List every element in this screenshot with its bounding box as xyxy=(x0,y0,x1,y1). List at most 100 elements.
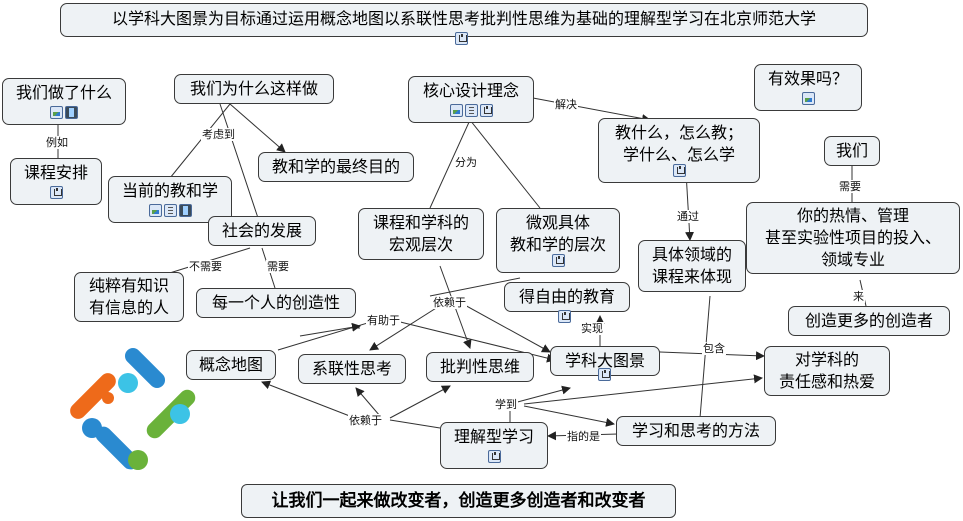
film-icon[interactable] xyxy=(178,204,192,217)
node-label: 我们做了什么 xyxy=(15,83,112,102)
node-icons xyxy=(117,204,223,219)
link-label-realize: 实现 xyxy=(580,322,604,335)
node-we[interactable]: 我们 xyxy=(824,136,880,166)
link-under-depend2 xyxy=(389,419,441,429)
link-field-down xyxy=(699,295,711,419)
link-learn-big xyxy=(509,385,571,405)
node-icons xyxy=(763,92,853,107)
free-icons xyxy=(558,310,571,325)
node-more-creators[interactable]: 创造更多的创造者 xyxy=(788,306,950,336)
map-title: 以学科大图景为目标通过运用概念地图以系联性思考批判性思维为基础的理解型学习在北京… xyxy=(60,3,868,37)
node-what-we-did[interactable]: 我们做了什么 xyxy=(2,78,126,125)
node-field[interactable]: 具体领域的 课程来体现 xyxy=(638,240,746,292)
link-learn-resp xyxy=(523,374,763,405)
concept-map-icon[interactable] xyxy=(672,164,686,177)
big-picture-icons xyxy=(598,368,611,383)
node-label: 有信息的人 xyxy=(88,298,169,317)
node-macro[interactable]: 课程和学科的 宏观层次 xyxy=(358,208,484,260)
footer-slogan: 让我们一起来做改变者，创造更多创造者和改变者 xyxy=(241,484,676,518)
node-label: 核心设计理念 xyxy=(422,81,519,100)
film-icon[interactable] xyxy=(65,106,78,119)
node-label: 宏观层次 xyxy=(388,235,453,254)
concept-map-icon[interactable] xyxy=(558,310,571,323)
node-icons xyxy=(501,254,615,269)
node-understanding[interactable]: 理解型学习 xyxy=(440,422,548,469)
link-label-need2: 需要 xyxy=(838,180,862,193)
note-icon[interactable] xyxy=(163,204,177,217)
node-label: 课程来体现 xyxy=(651,267,732,286)
link-micro-free xyxy=(429,277,521,297)
node-label: 系联性思考 xyxy=(311,359,392,378)
node-goal[interactable]: 教和学的最终目的 xyxy=(258,152,414,182)
node-micro[interactable]: 微观具体 教和学的层次 xyxy=(496,208,620,273)
node-label: 理解型学习 xyxy=(453,427,534,446)
node-label: 微观具体 xyxy=(525,213,590,232)
node-label: 教和学的最终目的 xyxy=(271,157,400,176)
link-why-goal xyxy=(229,103,286,153)
node-icons xyxy=(19,186,93,201)
node-label: 我们为什么这样做 xyxy=(189,79,318,98)
node-free[interactable]: 得自由的教育 xyxy=(504,282,630,312)
node-icons xyxy=(449,450,539,465)
node-connective[interactable]: 系联性思考 xyxy=(298,354,406,384)
node-icons xyxy=(11,106,117,121)
node-label: 教什么，怎么教； xyxy=(614,123,743,142)
link-label-solve: 解决 xyxy=(554,98,578,111)
link-core-teach xyxy=(532,97,651,123)
node-label: 纯粹有知识 xyxy=(88,276,169,295)
concept-map-icon[interactable] xyxy=(487,450,501,463)
concept-map-icon[interactable] xyxy=(479,104,493,117)
node-label: 每一个人的创造性 xyxy=(211,293,340,312)
link-depend1-big xyxy=(451,297,551,353)
node-course[interactable]: 课程安排 xyxy=(10,158,102,205)
link-label-consider: 考虑到 xyxy=(201,128,236,141)
node-label: 有效果吗？ xyxy=(767,69,848,88)
link-label-include: 包含 xyxy=(702,342,726,355)
concept-map-icon[interactable] xyxy=(49,186,63,199)
title-icons[interactable] xyxy=(455,32,468,47)
node-passion[interactable]: 你的热情、管理 甚至实验性项目的投入、 领域专业 xyxy=(746,202,960,274)
node-teach[interactable]: 教什么，怎么教； 学什么、怎么学 xyxy=(598,118,760,183)
node-label: 责任感和热爱 xyxy=(778,372,875,391)
node-responsibility[interactable]: 对学科的 责任感和热爱 xyxy=(764,346,890,396)
node-label: 社会的发展 xyxy=(221,221,302,240)
link-core-macro xyxy=(429,119,471,209)
link-why-current xyxy=(169,103,231,179)
node-label: 批判性思维 xyxy=(439,357,520,376)
image-icon[interactable] xyxy=(449,104,463,117)
node-current[interactable]: 当前的教和学 xyxy=(108,176,232,223)
link-learn-methods xyxy=(523,405,615,427)
note-icon[interactable] xyxy=(464,104,478,117)
node-concept-map[interactable]: 概念地图 xyxy=(186,350,276,380)
node-label: 领域专业 xyxy=(820,250,885,269)
link-label-through: 通过 xyxy=(676,210,700,223)
node-critical[interactable]: 批判性思维 xyxy=(426,352,534,382)
node-why[interactable]: 我们为什么这样做 xyxy=(174,74,334,104)
image-icon[interactable] xyxy=(50,106,63,119)
node-label: 我们 xyxy=(835,141,868,160)
node-label: 学什么、怎么学 xyxy=(622,145,735,164)
node-label: 教和学的层次 xyxy=(509,235,606,254)
node-icons xyxy=(603,164,755,179)
node-label: 课程安排 xyxy=(23,163,88,182)
link-core-micro xyxy=(469,119,541,209)
link-label-learn: 学到 xyxy=(494,398,518,411)
node-label: 具体领域的 xyxy=(651,245,732,264)
node-creativity[interactable]: 每一个人的创造性 xyxy=(196,288,356,318)
concept-map-icon[interactable] xyxy=(551,254,565,267)
image-icon[interactable] xyxy=(801,92,815,105)
node-label: 甚至实验性项目的投入、 xyxy=(764,228,941,247)
link-label-no-need: 不需要 xyxy=(188,260,223,273)
node-core[interactable]: 核心设计理念 xyxy=(408,76,534,123)
image-icon[interactable] xyxy=(148,204,162,217)
logo xyxy=(70,347,196,470)
node-label: 你的热情、管理 xyxy=(796,206,909,225)
concept-map-icon[interactable] xyxy=(455,32,468,45)
node-society[interactable]: 社会的发展 xyxy=(208,216,316,246)
node-effective[interactable]: 有效果吗？ xyxy=(754,64,862,111)
node-methods[interactable]: 学习和思考的方法 xyxy=(616,416,776,446)
node-knowledge[interactable]: 纯粹有知识 有信息的人 xyxy=(74,272,184,322)
concept-map-icon[interactable] xyxy=(598,368,611,381)
node-label: 对学科的 xyxy=(794,350,859,369)
link-label-refers: 指的是 xyxy=(566,430,601,443)
